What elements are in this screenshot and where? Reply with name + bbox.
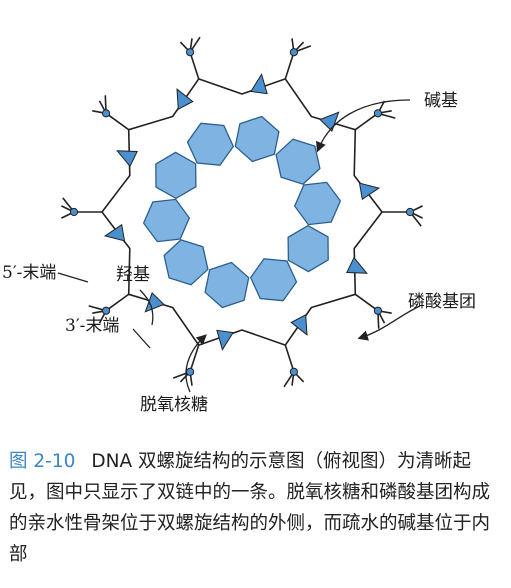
base-hexagon	[275, 138, 321, 185]
base-hexagon	[234, 115, 280, 163]
phosphate-node	[373, 306, 382, 315]
label-phosphate-group: 磷酸基团	[408, 292, 476, 312]
deoxyribose-triangle	[250, 73, 268, 95]
phosphate-node	[186, 48, 195, 57]
deoxyribose-triangle	[319, 111, 340, 133]
deoxyribose-triangle	[346, 256, 368, 274]
deoxyribose-triangle	[103, 223, 126, 242]
phosphate-pointer-arrow	[357, 305, 421, 341]
figure-title: DNA 双螺旋结构的示意图（俯视图）	[91, 451, 397, 472]
deoxyribose-triangle	[116, 150, 138, 168]
base-hexagon	[204, 261, 250, 309]
base-pointer-arrow	[316, 99, 411, 153]
label-five-prime-end: 5′-末端	[2, 263, 56, 283]
base-hexagon	[186, 122, 235, 166]
phosphate-nodes	[69, 48, 415, 376]
backbone-spoke	[284, 344, 295, 373]
label-deoxyribose: 脱氧核糖	[140, 395, 208, 415]
phosphate-node	[289, 48, 298, 57]
deoxyribose-triangle	[144, 291, 165, 313]
phosphate-node	[289, 367, 298, 376]
label-base: 碱基	[424, 91, 458, 111]
label-three-prime-end: 3′-末端	[65, 316, 119, 336]
backbone-spoke	[105, 293, 130, 312]
base-hexagons	[142, 115, 342, 309]
deoxyribose-triangle	[216, 329, 234, 351]
phosphate-node	[405, 207, 415, 217]
backbone-spoke	[354, 293, 379, 312]
deoxyribose-units	[103, 73, 381, 351]
hydroxyl-pointer	[139, 289, 154, 326]
label-hydroxyl: 羟基	[116, 265, 150, 285]
base-hexagon	[155, 151, 197, 200]
deoxyribose-triangle	[176, 88, 194, 111]
base-hexagon	[142, 198, 191, 243]
base-hexagon	[249, 258, 298, 302]
figure-description: 为清晰起见，图中只显示了双链中的一条。脱氧核糖和磷酸基团构成的亲水性骨架位于双螺…	[9, 451, 491, 565]
base-hexagon	[293, 181, 342, 226]
base-hexagon	[163, 239, 209, 286]
phosphate-node	[102, 109, 111, 118]
base-hexagon	[287, 224, 329, 273]
backbone-spoke	[189, 51, 200, 80]
backbone-ring	[101, 78, 383, 346]
deoxyribose-triangle	[290, 313, 308, 336]
phosphate-node	[69, 207, 79, 217]
backbone-spoke	[189, 344, 200, 373]
backbone-spoke	[354, 112, 379, 131]
backbone-spoke	[105, 112, 130, 131]
deoxyribose-pointer-arrow	[185, 334, 207, 393]
three-prime-pointer	[132, 328, 151, 349]
label-pointers	[57, 99, 421, 393]
phosphate-node	[186, 367, 195, 376]
backbone-spoke	[284, 51, 295, 80]
figure-number: 图 2-10	[9, 451, 76, 472]
phosphate-node	[373, 109, 382, 118]
five-prime-pointer	[57, 272, 89, 283]
phosphate-node	[102, 306, 111, 315]
deoxyribose-triangle	[358, 182, 381, 201]
figure-caption: 图 2-10 DNA 双螺旋结构的示意图（俯视图）为清晰起见，图中只显示了双链中的…	[9, 446, 505, 570]
dna-top-view-diagram: 碱基 5′-末端 羟基 磷酸基团 3′-末端 脱氧核糖	[2, 36, 476, 415]
